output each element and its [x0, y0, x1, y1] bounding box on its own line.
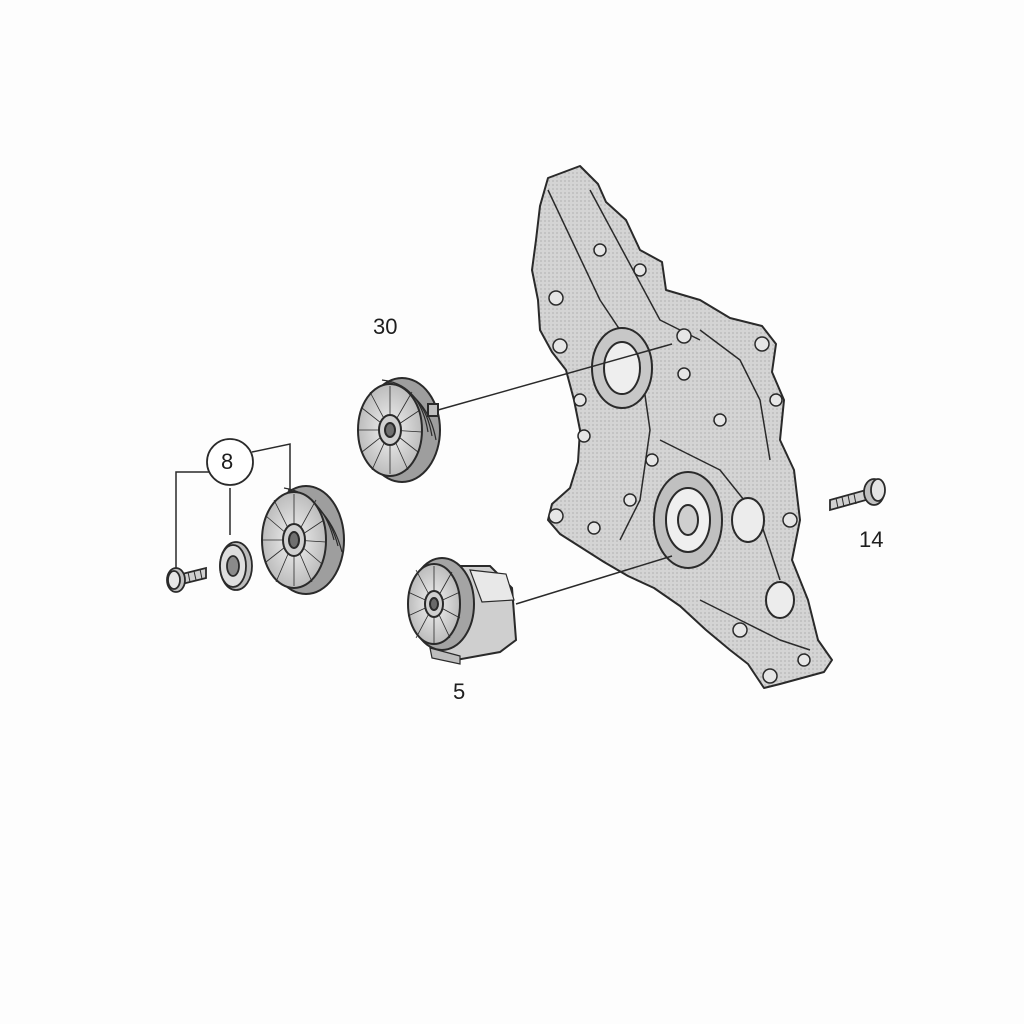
- callout-label-5: 5: [453, 679, 466, 704]
- callout-label-30: 30: [373, 314, 398, 339]
- leader-line-8-bolt: [175, 471, 209, 568]
- callout-label-14: 14: [859, 527, 884, 552]
- leader-lines: [175, 343, 673, 605]
- idler-pulley-30: [357, 377, 441, 483]
- timing-cover-casting: [531, 165, 833, 689]
- idler-pulley-8: [261, 485, 345, 595]
- callout-label-8: 8: [221, 449, 234, 474]
- pulley-washer-8: [219, 541, 253, 591]
- callout-circle-8: [206, 438, 254, 486]
- leader-line-8-pulley: [251, 443, 291, 490]
- leader-line-tensioner-5: [515, 555, 673, 605]
- pulley-bolt-8: [166, 566, 207, 593]
- bolt-14: [829, 478, 886, 512]
- belt-tensioner-5: [407, 557, 518, 665]
- leader-line-idler-30: [437, 343, 673, 411]
